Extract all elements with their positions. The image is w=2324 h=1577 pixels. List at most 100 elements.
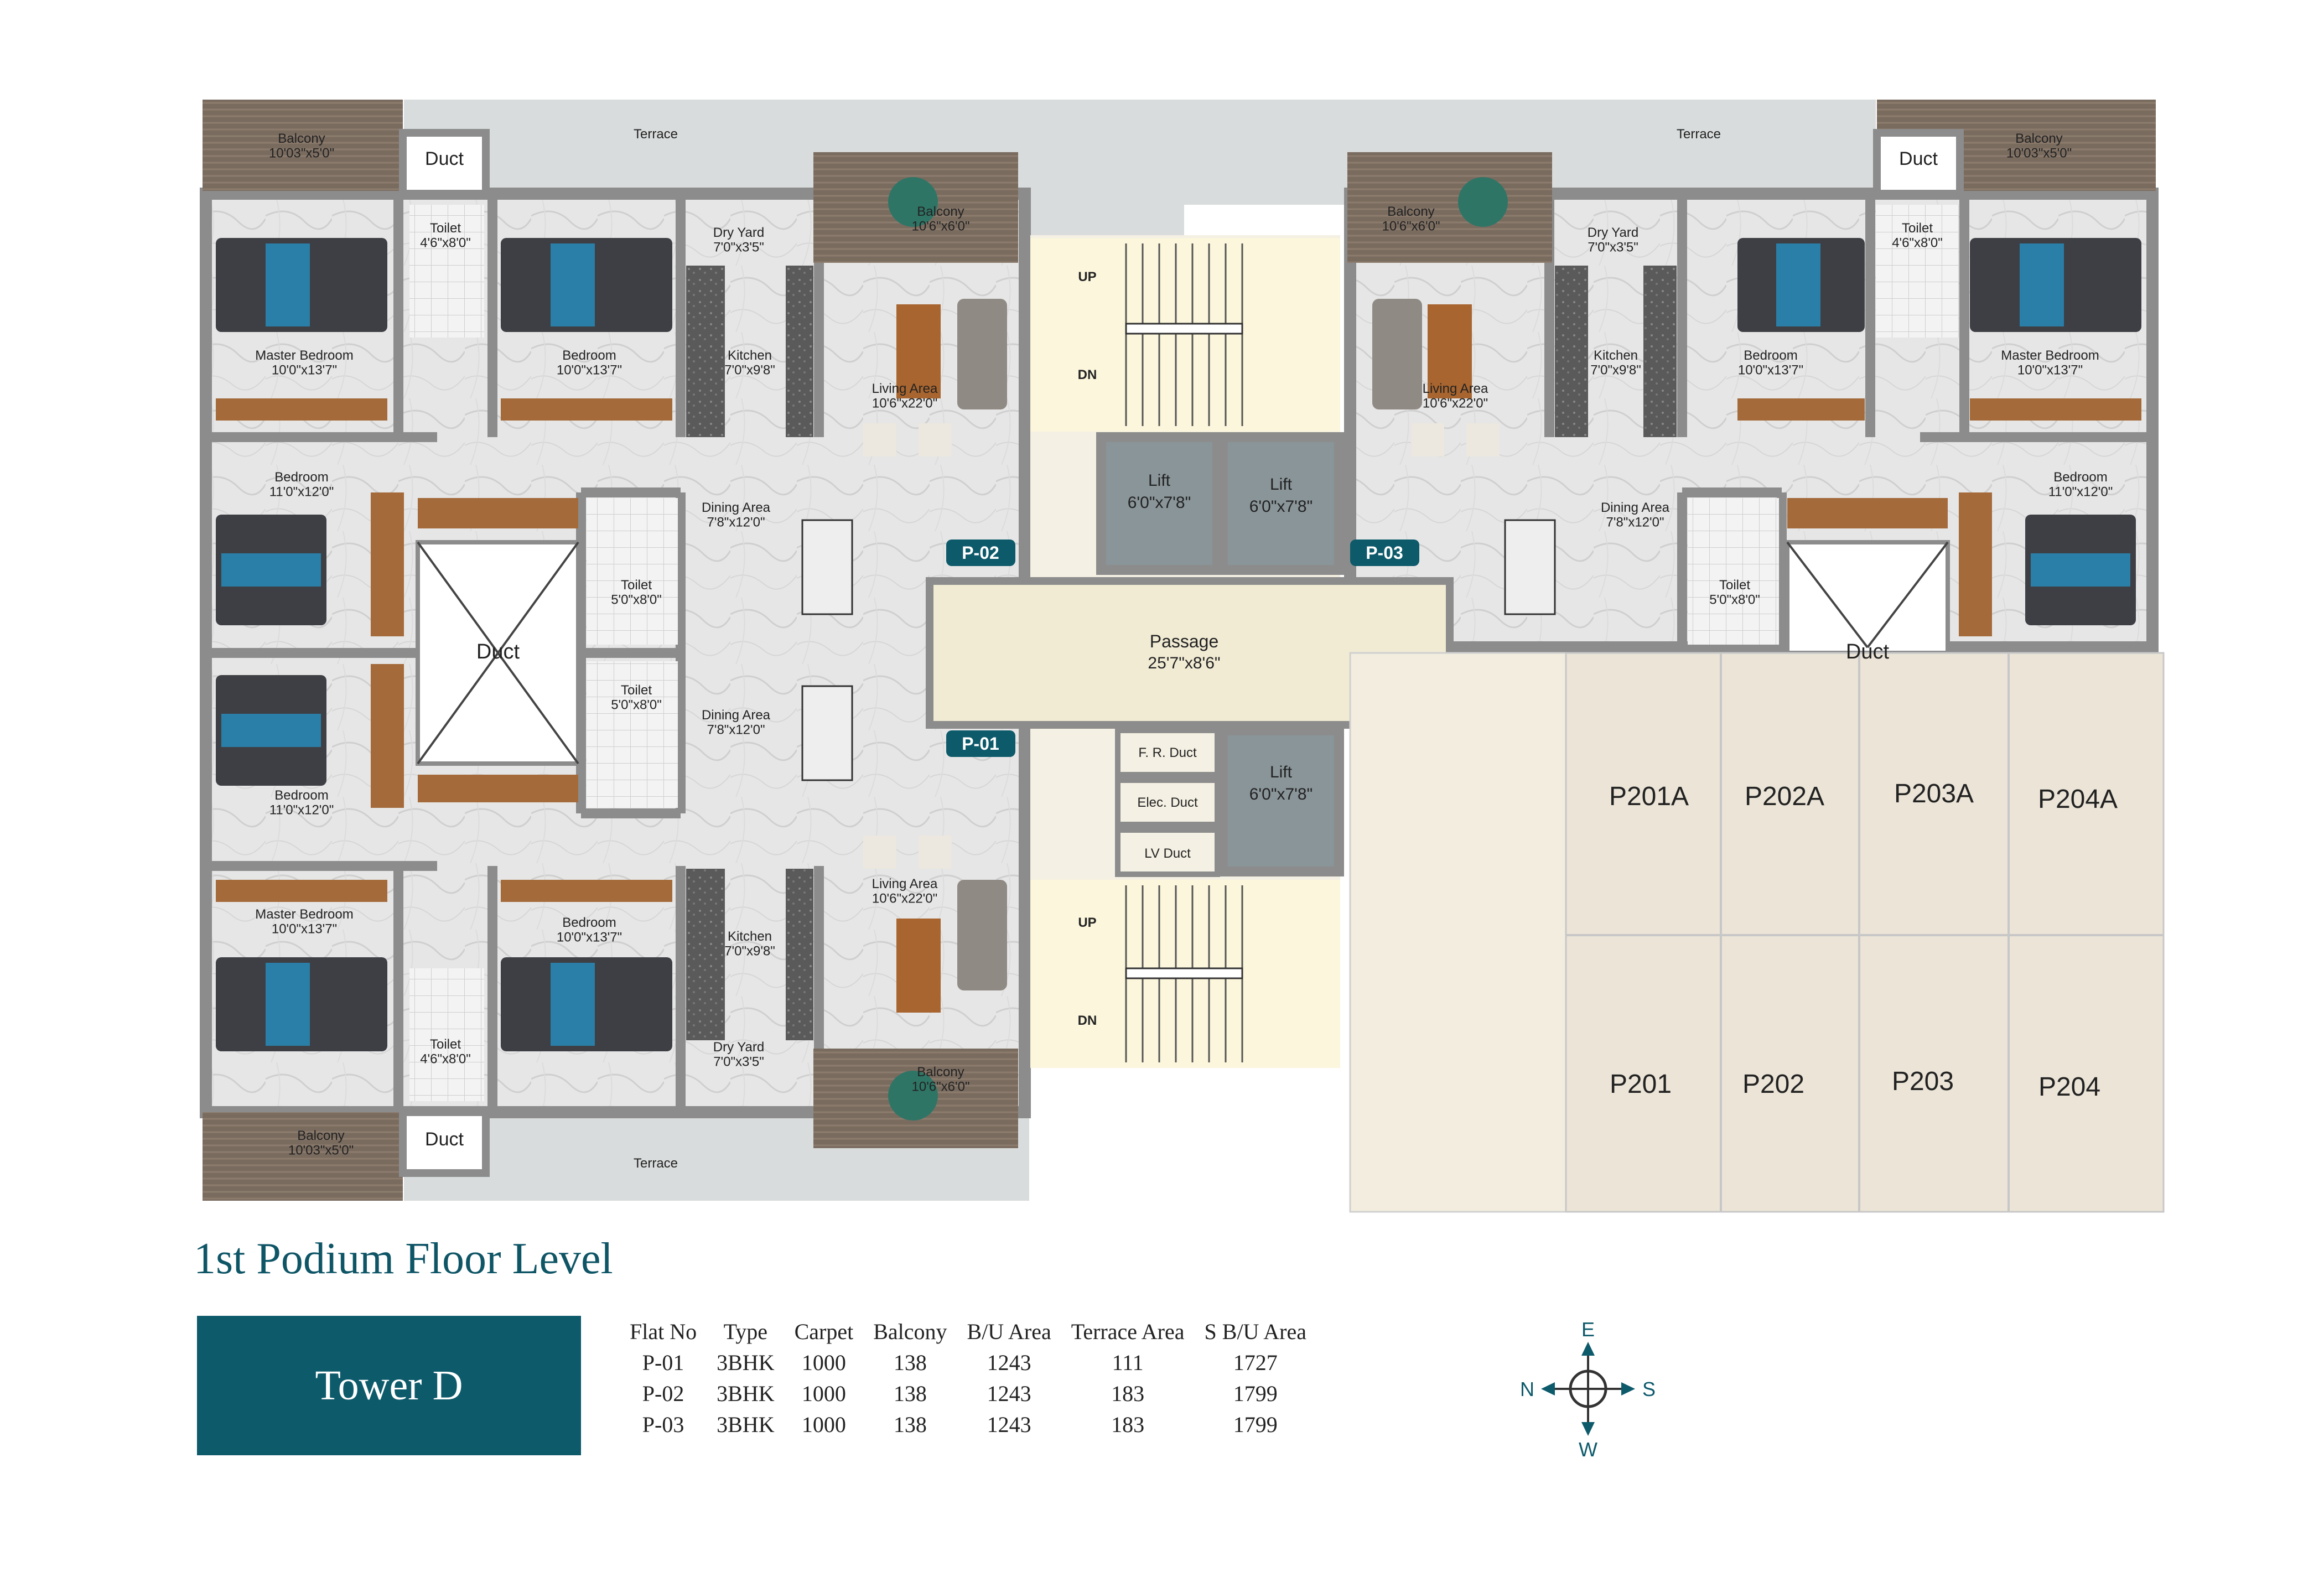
balcony-bl-floor [203,1112,403,1201]
toilet-tile-p03 [1688,498,1779,645]
tv-unit-icon [1428,304,1472,398]
badge-p01-label: P-01 [962,734,999,754]
kitchen-counter-icon [1643,266,1677,437]
armchair-icon [919,423,952,456]
wardrobe-icon [418,498,578,528]
stair-up-label: UP [1078,915,1096,930]
tv-unit-icon [896,304,941,398]
toilet-tile-tr [1876,205,1959,338]
parking-p204a: P204A [2038,785,2118,814]
kitchen-counter-icon [786,266,813,437]
lift-2-label: Lift [1270,475,1293,494]
wardrobe-icon [1737,398,1865,421]
stair-up-label: UP [1078,269,1096,284]
stair-dn-label: DN [1078,367,1097,382]
blanket-icon [221,553,321,587]
kitchen-counter-icon [1555,266,1588,437]
header-sbu-area: S B/U Area [1204,1319,1306,1344]
chair-icon [888,1071,938,1120]
room-label-duct-tl: Duct [425,148,464,169]
parking-lines [1566,653,2164,1212]
tower-label: Tower D [197,1316,581,1455]
wardrobe-icon [418,775,578,802]
wardrobe-icon [1959,492,1992,636]
armchair-icon [863,423,896,456]
duct-right-box [1785,540,1950,655]
balcony-p03-floor [1347,152,1552,263]
passage-label: Passage [1150,631,1219,651]
room-label-duct-left: Duct [476,640,520,663]
parking-p203a: P203A [1894,779,1974,808]
chair-icon [888,177,938,227]
parking-p201: P201 [1610,1070,1672,1099]
sofa-icon [1372,299,1422,409]
armchair-icon [1411,423,1444,456]
kitchen-counter-icon [786,869,813,1040]
dining-table-icon [1504,519,1556,615]
page-title: 1st Podium Floor Level [194,1234,613,1283]
fr-duct-box [1115,728,1220,777]
passage-size: 25'7"x8'6" [1148,654,1220,672]
header-carpet: Carpet [794,1319,854,1344]
badge-p03 [1350,540,1419,566]
dining-table-icon [801,685,853,781]
fr-duct-label: F. R. Duct [1138,745,1197,760]
stair-top-treads [1125,243,1243,426]
toilet-tile-p02 [587,498,678,645]
header-terrace: Terrace Area [1071,1319,1185,1344]
blanket-icon [2031,553,2130,587]
terrace-top-center [1029,100,1184,238]
lift-2 [1218,432,1344,575]
compass-icon: E W N S [1520,1318,1656,1461]
lift-1-label: Lift [1148,471,1171,490]
parking-p204: P204 [2038,1072,2100,1102]
wardrobe-icon [371,664,404,808]
lift-1-size: 6'0"x7'8" [1128,494,1191,512]
lift-3 [1218,725,1344,876]
kitchen-counter-icon [686,869,725,1040]
wardrobe-icon [1787,498,1948,528]
lift-1 [1096,432,1222,575]
compass-w: W [1579,1438,1597,1461]
wardrobe-icon [501,880,672,902]
wardrobe-icon [1970,398,2141,421]
toilet-tile-p01 [587,661,678,808]
blanket-icon [221,714,321,747]
dining-table-icon [801,519,853,615]
chair-icon [1458,177,1508,227]
header-flat: Flat No [630,1319,697,1344]
lift-3-size: 6'0"x7'8" [1249,785,1313,803]
elec-duct-box [1115,777,1220,827]
lv-duct-label: LV Duct [1144,846,1191,861]
sofa-icon [957,299,1007,409]
kitchen-counter-icon [686,266,725,437]
armchair-icon [1466,423,1500,456]
stair-dn-label: DN [1078,1013,1097,1028]
left-interior-walls [206,194,824,1107]
parking-p202a: P202A [1745,782,1824,811]
badge-p01 [946,730,1015,757]
room-label-terrace-tl: Terrace [634,127,678,142]
